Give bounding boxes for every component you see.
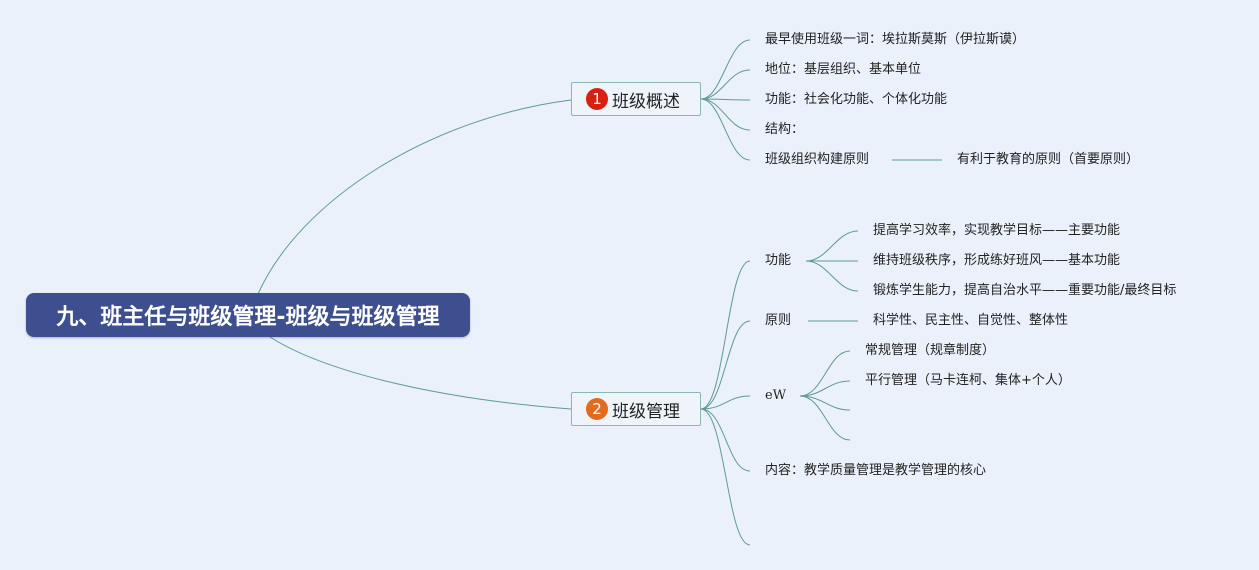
leaf-principles-list[interactable]: 科学性、民主性、自觉性、整体性 (873, 313, 1069, 328)
connector-b1-item1 (700, 39, 751, 100)
leaf-management-functions[interactable]: 功能 (765, 253, 792, 268)
connector-b1-item3 (700, 98, 751, 101)
leaf-function[interactable]: 功能：社会化功能、个体化功能 (765, 92, 948, 107)
connector-b1-item5 (700, 98, 751, 161)
connector-b1-item2 (700, 69, 751, 100)
leaf-earliest-term[interactable]: 最早使用班级一词：埃拉斯莫斯（伊拉斯谟） (765, 32, 1026, 47)
leaf-parallel-management[interactable]: 平行管理（马卡连柯、集体+个人） (865, 373, 1071, 388)
number-badge-1: 1 (586, 88, 608, 110)
root-topic-label: 九、班主任与班级管理-班级与班级管理 (56, 305, 440, 330)
connector-func-1 (805, 230, 859, 262)
leaf-education-principle[interactable]: 有利于教育的原则（首要原则） (957, 152, 1140, 167)
connector-mode-2 (799, 380, 851, 397)
leaf-management-principles[interactable]: 原则 (765, 313, 792, 328)
connector-mode-4 (799, 395, 851, 441)
connector-b1-item4 (700, 98, 751, 131)
leaf-construction-principle[interactable]: 班级组织构建原则 (765, 152, 870, 167)
leaf-status[interactable]: 地位：基层组织、基本单位 (765, 62, 922, 77)
leaf-management-content[interactable]: 内容：教学质量管理是教学管理的核心 (765, 463, 987, 478)
connector-root-branch1 (257, 99, 572, 295)
connector-b2-functions (700, 260, 751, 410)
connector-root-branch2 (269, 336, 572, 410)
leaf-function-basic[interactable]: 维持班级秩序，形成练好班风——基本功能 (873, 253, 1121, 268)
branch-class-overview[interactable]: 1 班级概述 (571, 82, 701, 116)
leaf-structure[interactable]: 结构： (765, 122, 805, 137)
connector-func-3 (805, 260, 859, 292)
leaf-management-modes[interactable]: eW (765, 388, 787, 403)
leaf-routine-management[interactable]: 常规管理（规章制度） (865, 343, 996, 358)
connector-b2-modes (700, 395, 751, 410)
connector-mode-1 (799, 350, 851, 397)
leaf-function-important[interactable]: 锻炼学生能力，提高自治水平——重要功能/最终目标 (873, 283, 1177, 298)
number-badge-2: 2 (586, 398, 608, 420)
connector-b2-empty (700, 408, 751, 546)
branch-class-management-label: 班级管理 (612, 401, 680, 422)
leaf-function-main[interactable]: 提高学习效率，实现教学目标——主要功能 (873, 223, 1121, 238)
connector-b2-principles (700, 320, 751, 410)
root-topic[interactable]: 九、班主任与班级管理-班级与班级管理 (26, 293, 470, 337)
branch-class-overview-label: 班级概述 (612, 91, 680, 112)
connector-b2-content (700, 408, 751, 472)
branch-class-management[interactable]: 2 班级管理 (571, 392, 701, 426)
